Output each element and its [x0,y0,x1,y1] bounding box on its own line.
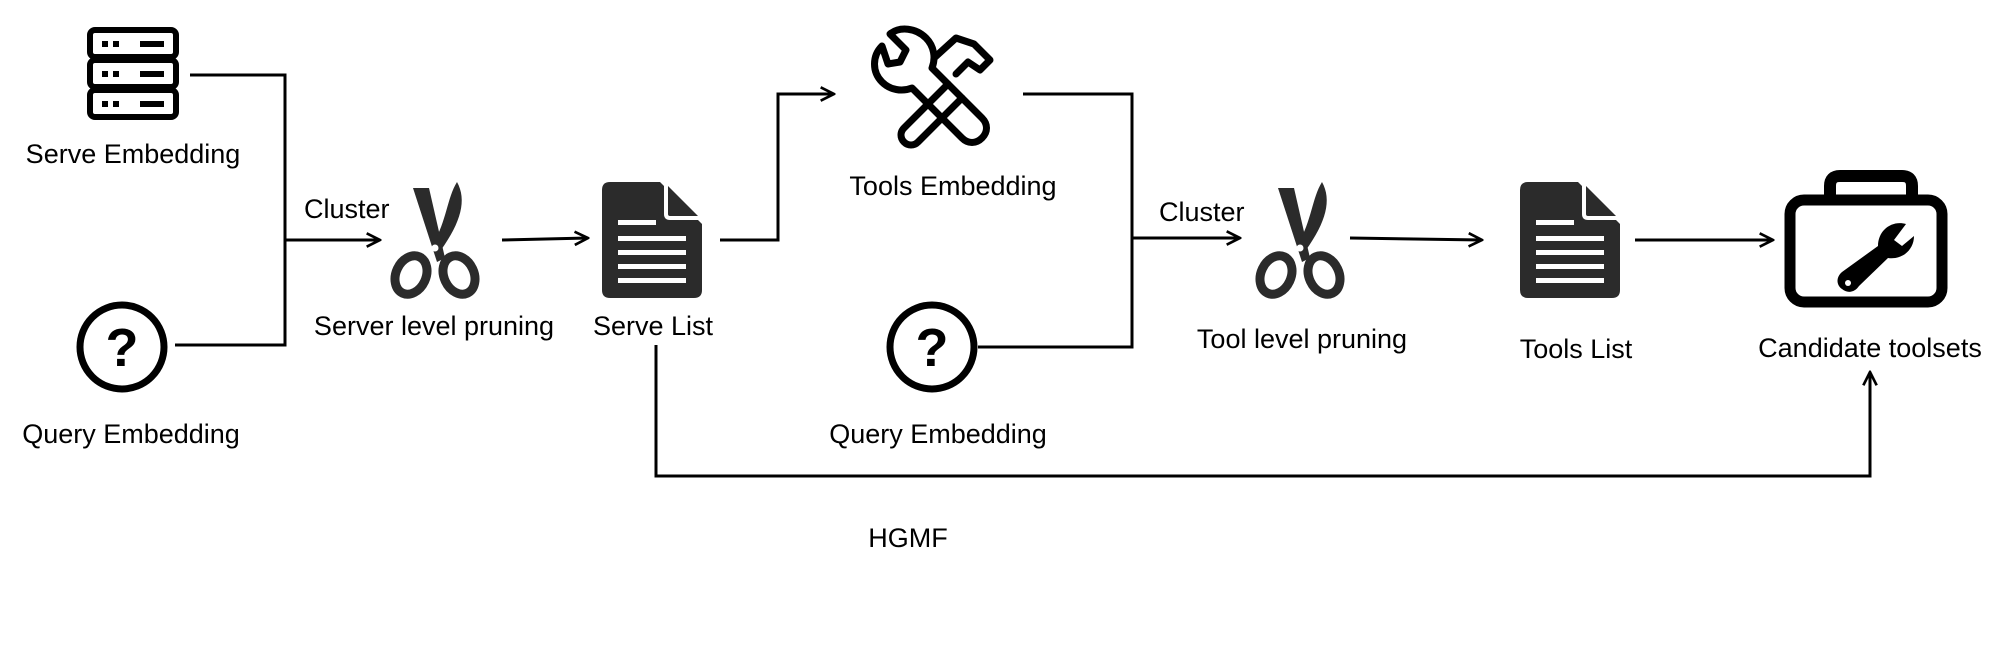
query-embedding-label-2: Query Embedding [829,419,1047,449]
svg-text:?: ? [106,318,139,378]
document-icon [1520,182,1620,298]
serve-embedding-label: Serve Embedding [25,139,241,169]
arrow-serve-list-to-tools [720,94,834,242]
document-icon [602,182,702,298]
arrow-pruning-to-tools-list [1349,238,1482,240]
cluster-label-2: Cluster [1159,197,1245,227]
scissors-icon [390,182,480,299]
candidate-toolsets-label: Candidate toolsets [1758,333,1982,363]
question-icon: ? [886,301,978,393]
connector-query-embedding-2 [978,238,1134,349]
connector-serve-embedding [190,73,287,240]
connectors [175,73,1870,478]
wrench-hammer-icon [871,25,994,149]
arrow-bypass-serve-list [654,345,1870,478]
serve-list-label: Serve List [592,311,714,341]
query-embedding-label-1: Query Embedding [22,419,240,449]
arrow-pruning-to-serve-list [501,238,588,240]
toolbox-icon [1784,170,1948,308]
server-level-pruning-label: Server level pruning [313,311,555,341]
cluster-label-1: Cluster [304,194,390,224]
question-icon: ? [76,301,168,393]
figure-caption: HGMF [868,523,948,553]
server-icon [87,27,179,120]
connector-tools-embedding [1023,92,1134,238]
tool-level-pruning-label: Tool level pruning [1196,324,1408,354]
connector-query-embedding-1 [175,240,287,347]
tools-list-label: Tools List [1519,334,1633,364]
svg-text:?: ? [916,318,949,378]
scissors-icon [1255,182,1345,299]
tools-embedding-label: Tools Embedding [849,171,1057,201]
